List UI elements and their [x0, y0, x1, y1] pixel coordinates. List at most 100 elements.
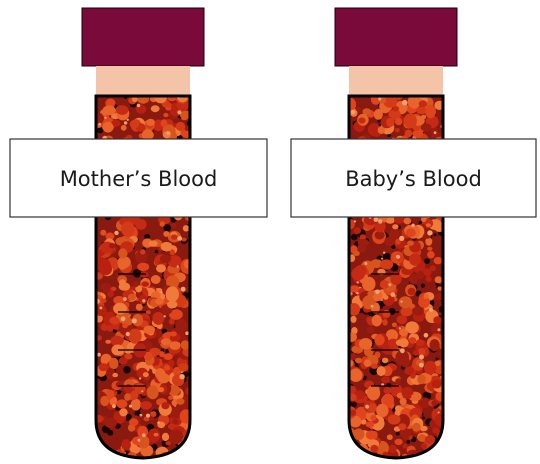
- blood-cell: [427, 251, 435, 258]
- blood-highlight: [139, 377, 141, 379]
- blood-cell: [356, 107, 362, 111]
- blood-cell: [430, 322, 441, 333]
- blood-cell: [398, 423, 406, 430]
- blood-highlight: [351, 110, 355, 114]
- blood-cell: [118, 248, 127, 258]
- blood-cell: [110, 336, 123, 346]
- blood-cell: [401, 357, 410, 368]
- blood-cell: [409, 253, 421, 265]
- blood-cell: [396, 339, 405, 346]
- blood-cell: [432, 380, 442, 389]
- blood-highlight: [365, 405, 369, 409]
- blood-cell: [170, 331, 177, 336]
- blood-highlight: [177, 110, 181, 114]
- blood-cell: [353, 251, 360, 256]
- blood-highlight: [402, 100, 408, 106]
- blood-cell: [396, 315, 407, 324]
- blood-cell: [169, 319, 175, 325]
- blood-cell: [162, 433, 169, 441]
- blood-cell: [394, 439, 402, 445]
- blood-cell: [173, 419, 179, 424]
- blood-highlight: [142, 433, 146, 437]
- blood-highlight: [142, 299, 145, 302]
- tube-cap: [82, 8, 204, 66]
- blood-cell: [372, 315, 382, 327]
- blood-cell: [131, 399, 141, 411]
- blood-cell: [183, 225, 190, 231]
- blood-highlight: [419, 355, 424, 360]
- blood-cell: [130, 120, 139, 128]
- blood-cell: [168, 396, 173, 400]
- blood-cell: [136, 304, 143, 311]
- blood-cell: [381, 377, 390, 383]
- blood-cell: [344, 455, 354, 464]
- blood-highlight: [99, 306, 102, 309]
- blood-highlight: [138, 439, 141, 442]
- blood-cell: [403, 444, 408, 449]
- tube-cap: [335, 8, 457, 66]
- blood-cell: [122, 323, 128, 328]
- tube-label: Baby’s Blood: [291, 139, 536, 217]
- blood-highlight: [177, 265, 179, 267]
- blood-cell: [119, 282, 130, 290]
- blood-cell: [421, 443, 427, 449]
- blood-cell: [182, 446, 187, 452]
- blood-highlight: [141, 390, 143, 392]
- blood-cell: [128, 294, 136, 301]
- blood-cell: [370, 415, 376, 421]
- blood-highlight: [181, 287, 186, 292]
- blood-cell: [151, 275, 161, 284]
- blood-cell: [161, 338, 171, 345]
- blood-highlight: [127, 119, 129, 121]
- blood-cell: [413, 350, 419, 356]
- blood-cell: [430, 339, 440, 351]
- blood-cell: [178, 454, 189, 462]
- blood-highlight: [123, 297, 127, 301]
- blood-cell: [143, 325, 155, 334]
- blood-cell: [135, 383, 146, 394]
- blood-cell: [417, 374, 425, 384]
- blood-gap: [101, 456, 105, 460]
- blood-cell: [419, 100, 427, 107]
- blood-cell: [99, 363, 109, 371]
- blood-highlight: [132, 318, 137, 323]
- blood-highlight: [388, 283, 391, 286]
- blood-cell: [431, 400, 437, 406]
- blood-cell: [171, 223, 177, 228]
- blood-cell: [374, 109, 383, 120]
- mother-blood-tube: Mother’s Blood: [10, 8, 267, 464]
- blood-cell: [436, 391, 448, 401]
- blood-cell: [425, 105, 436, 118]
- blood-cell: [425, 435, 435, 444]
- blood-gap: [396, 432, 400, 436]
- blood-cell: [156, 264, 166, 272]
- label-text: Mother’s Blood: [60, 167, 218, 191]
- blood-cell: [346, 455, 357, 464]
- blood-cell: [177, 359, 182, 364]
- blood-cell: [105, 340, 111, 344]
- blood-cell: [382, 319, 387, 326]
- blood-highlight: [121, 316, 126, 321]
- blood-cell: [158, 387, 165, 392]
- blood-cell: [147, 385, 159, 399]
- blood-cell: [146, 119, 155, 126]
- blood-cell: [100, 230, 106, 236]
- blood-cell: [100, 396, 109, 406]
- blood-cell: [118, 259, 128, 270]
- blood-cell: [128, 329, 141, 344]
- blood-highlight: [427, 230, 432, 235]
- blood-cell: [355, 358, 362, 364]
- blood-highlight: [371, 305, 374, 308]
- blood-highlight: [396, 255, 400, 259]
- blood-cell: [103, 105, 116, 115]
- blood-highlight: [114, 231, 118, 235]
- blood-highlight: [157, 421, 160, 424]
- tube-collar: [96, 66, 190, 98]
- blood-cell: [138, 435, 149, 448]
- blood-highlight: [399, 327, 401, 329]
- blood-cell: [388, 414, 401, 424]
- blood-gap: [424, 258, 430, 264]
- blood-cell: [99, 451, 111, 463]
- blood-cell: [151, 413, 157, 417]
